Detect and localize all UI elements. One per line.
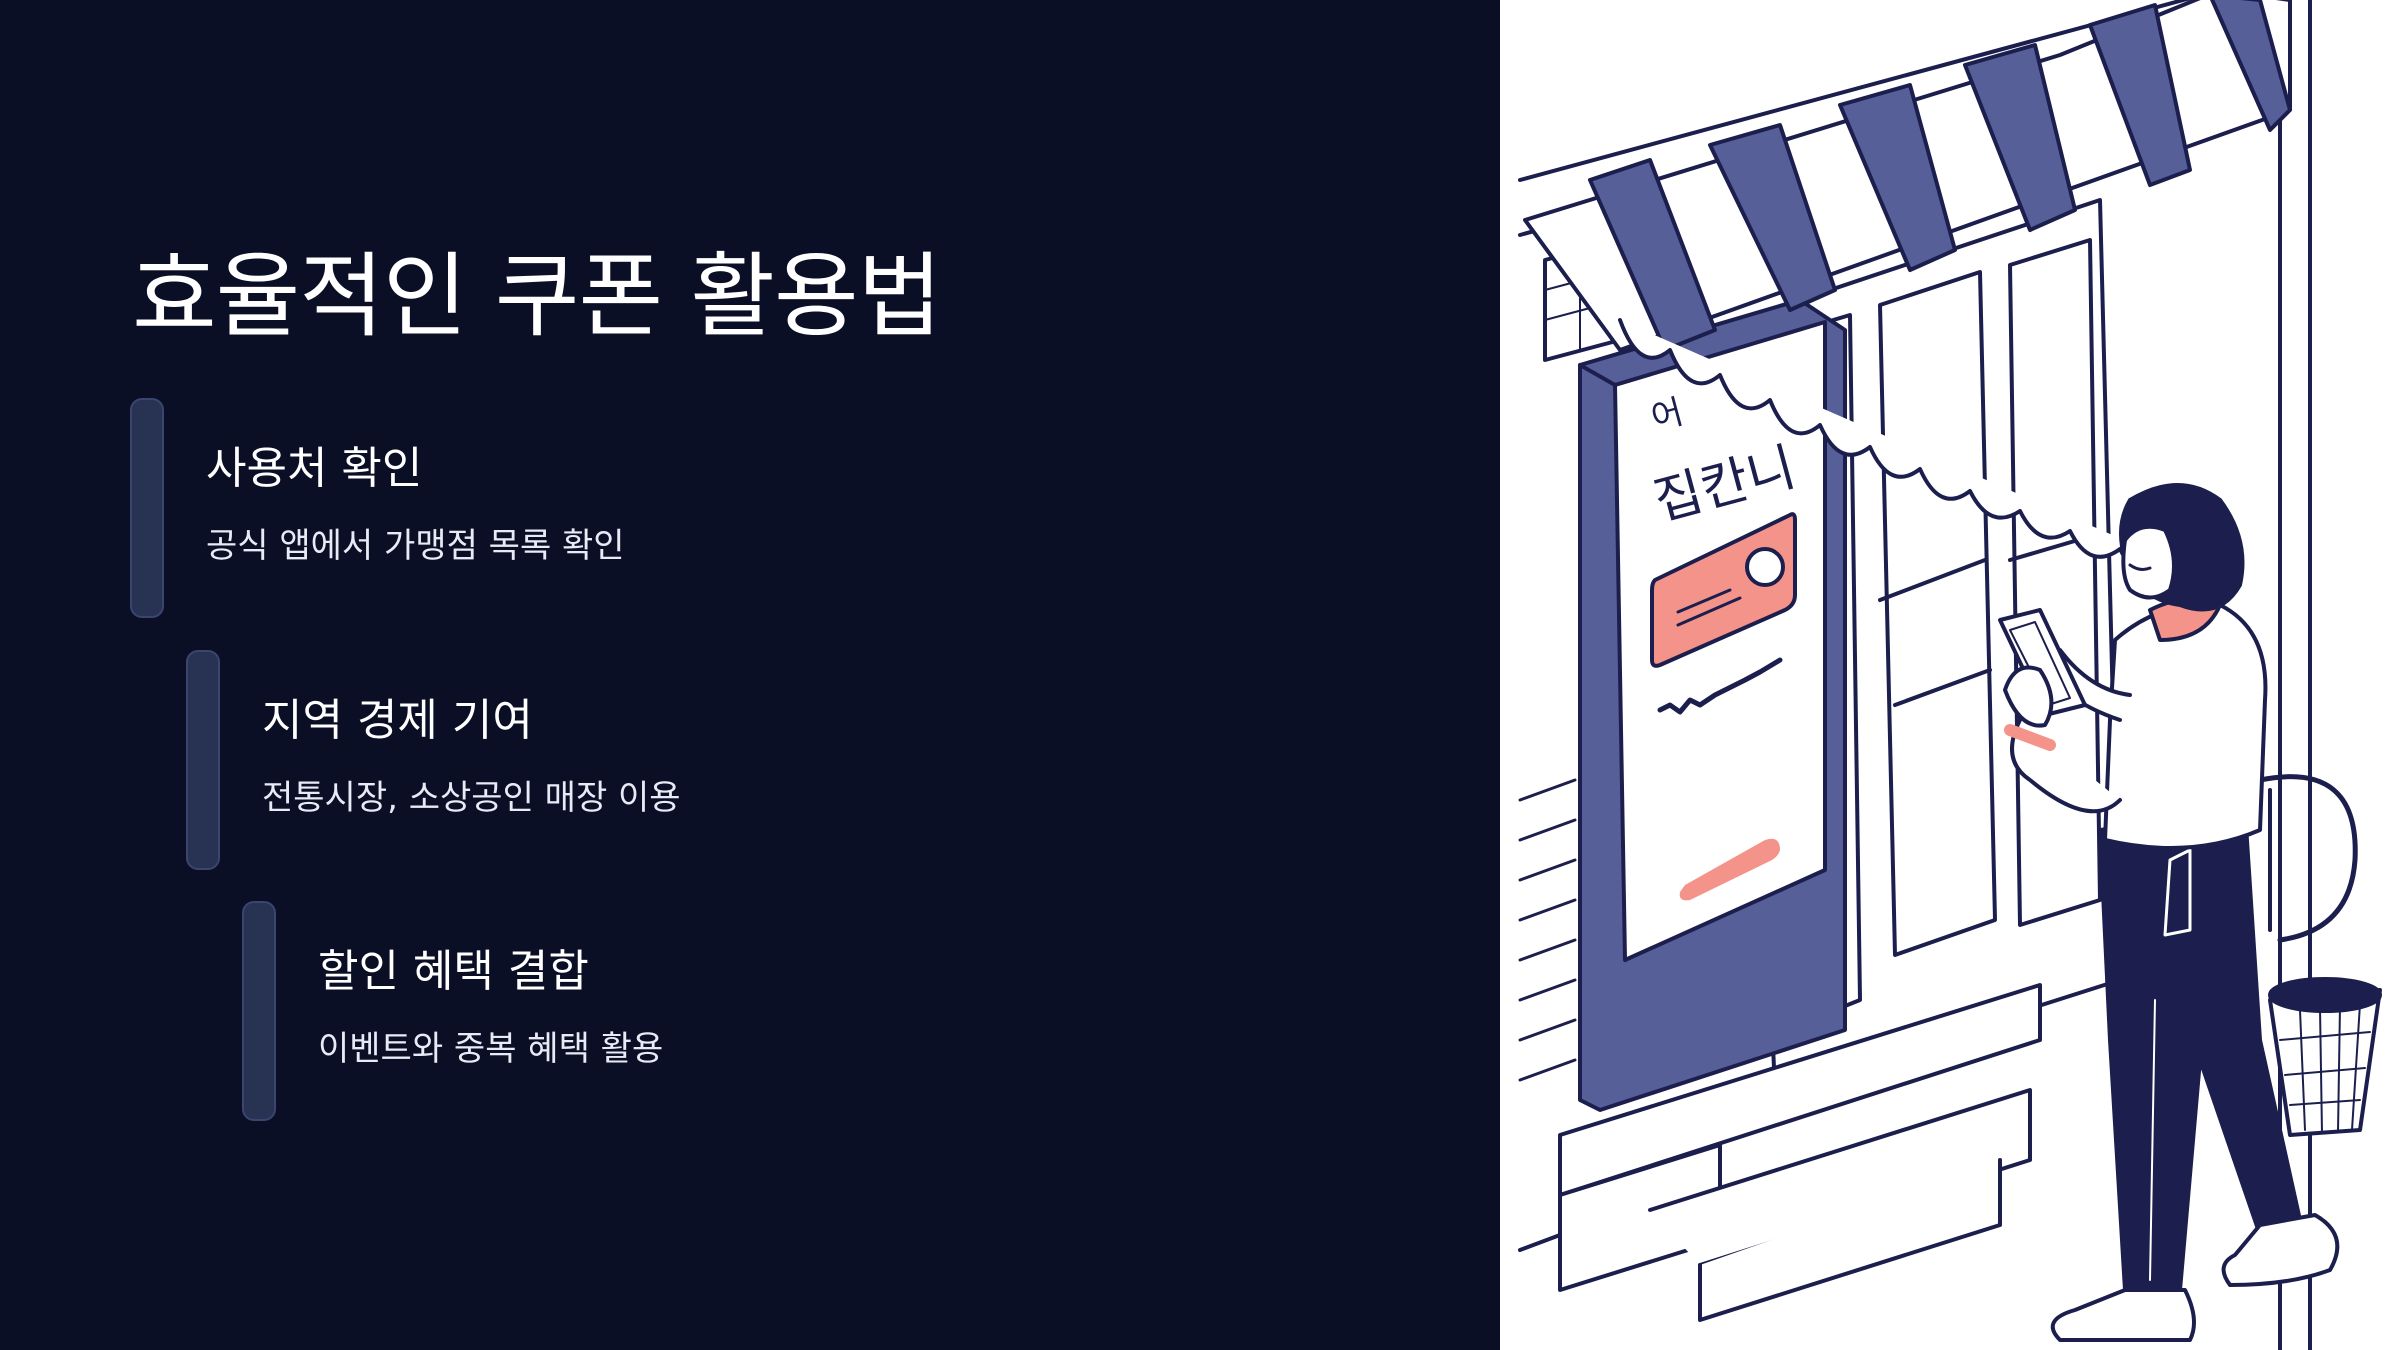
- item-description: 전통시장, 소상공인 매장 이용: [262, 778, 681, 818]
- content-panel: 효율적인 쿠폰 활용법 사용처 확인 공식 앱에서 가맹점 목록 확인 지역 경…: [130, 243, 943, 1121]
- item-title: 할인 혜택 결합: [318, 946, 589, 997]
- item-title: 사용처 확인: [206, 443, 423, 494]
- item-title: 지역 경제 기여: [262, 695, 533, 746]
- accent-bar: [242, 901, 276, 1121]
- storefront-illustration: 어 집칸니: [1518, 0, 2382, 1350]
- item-description: 이벤트와 중복 혜택 활용: [318, 1029, 664, 1069]
- accent-bar: [130, 398, 164, 618]
- accent-bar: [186, 650, 220, 870]
- item-description: 공식 앱에서 가맹점 목록 확인: [206, 526, 625, 566]
- page-title: 효율적인 쿠폰 활용법: [132, 243, 942, 350]
- illustration-panel: 어 집칸니: [1500, 0, 2400, 1350]
